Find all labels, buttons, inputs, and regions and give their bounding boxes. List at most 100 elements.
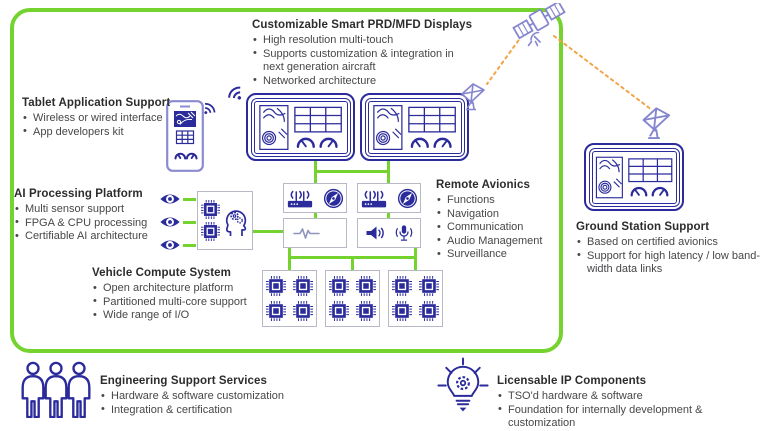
bullet-text: High resolution multi-touch xyxy=(263,34,394,46)
ground-dish-antenna-icon xyxy=(641,106,674,141)
lightbulb-gear-icon xyxy=(437,357,489,412)
mfd-display-bezel xyxy=(250,97,351,157)
compute-module-1 xyxy=(262,270,317,327)
bullet-glyph: • xyxy=(437,207,441,220)
bullet-item: •Communication xyxy=(436,221,561,235)
bullet-text: Wireless or wired interface xyxy=(33,112,163,124)
section-title: Ground Station Support xyxy=(576,221,710,233)
sensor-connector-line xyxy=(183,221,196,224)
bullet-text: Foundation for internally development & … xyxy=(508,403,703,430)
chip-icon xyxy=(419,276,439,296)
chip-icon xyxy=(419,301,439,321)
ai-processing-box xyxy=(197,191,253,250)
bullet-text: Integration & certification xyxy=(111,403,233,416)
bullet-item: •App developers kit xyxy=(22,125,182,140)
connector-line xyxy=(314,212,317,219)
compass-icon xyxy=(322,187,345,210)
bullet-item: •Functions xyxy=(436,194,561,208)
section-title: AI Processing Platform xyxy=(14,188,143,200)
bullet-item: •Multi sensor support xyxy=(14,203,164,217)
bullet-item: •Navigation xyxy=(436,207,561,222)
bullet-item: • Support for high latency / low band-wid… xyxy=(576,249,768,277)
radio-router-icon xyxy=(360,188,388,209)
bullet-glyph: • xyxy=(437,220,441,233)
section-title: Remote Avionics xyxy=(436,179,530,191)
radio-router-icon xyxy=(286,188,314,209)
bullet-item: • TSO'd hardware & software xyxy=(497,390,768,404)
mfd-display-bezel xyxy=(364,97,465,157)
connector-line xyxy=(314,170,390,173)
bullet-item: •Certifiable AI architecture xyxy=(14,230,164,244)
bullet-glyph: • xyxy=(577,249,581,262)
bullet-item: •Hardware & software customization xyxy=(100,390,350,404)
engineering-text-block: Engineering Support Services •Hardware &… xyxy=(100,375,350,417)
bullet-glyph: • xyxy=(498,389,502,402)
displays-text-block: Customizable Smart PRD/MFD Displays •Hig… xyxy=(252,19,473,89)
bullet-glyph: • xyxy=(498,403,502,416)
bullet-item: •Partitioned multi-core support xyxy=(92,295,302,310)
bullet-text: Based on certified avionics xyxy=(587,236,718,248)
chip-icon xyxy=(329,301,349,321)
compute-module-3 xyxy=(388,270,443,327)
licensable-text-block: Licensable IP Components •TSO'd hardware… xyxy=(497,375,768,431)
bullet-glyph: • xyxy=(23,111,27,124)
bullet-item: • FPGA & CPU processing xyxy=(14,216,164,231)
bullet-glyph: • xyxy=(93,295,97,308)
bullet-item: •Audio Management xyxy=(436,234,561,249)
bullet-item: •Integration & certification xyxy=(100,403,350,418)
bullet-text: FPGA & CPU processing xyxy=(25,216,148,229)
avionics-box-surveillance xyxy=(283,218,347,248)
chip-icon xyxy=(329,276,349,296)
bullet-item: •Supports customization & integration in… xyxy=(252,47,467,75)
section-title: Vehicle Compute System xyxy=(92,267,231,279)
bullet-text: Networked architecture xyxy=(263,74,377,87)
bullet-text: Support for high latency / low band-widt… xyxy=(587,249,761,276)
person-icon xyxy=(62,361,96,418)
mfd-display-1 xyxy=(246,93,355,161)
ai-head-gears-icon xyxy=(225,209,247,236)
bullet-item: • Foundation for internally development &… xyxy=(497,403,768,431)
bullet-item: • Wireless or wired interface xyxy=(22,112,182,126)
chip-icon xyxy=(201,222,220,241)
bullet-text: App developers kit xyxy=(33,125,124,138)
bullet-glyph: • xyxy=(93,281,97,294)
bullet-text: Open architecture platform xyxy=(103,282,234,294)
bullet-item: • Open architecture platform xyxy=(92,282,302,296)
compass-icon xyxy=(396,187,419,210)
mfd-screen-graphics xyxy=(370,103,460,152)
chip-icon xyxy=(356,301,376,321)
bullet-text: Wide range of I/O xyxy=(103,309,190,322)
mfd-display-screen xyxy=(367,100,462,154)
ground-text-block: Ground Station Support • Based on certifi… xyxy=(576,221,768,277)
bullet-glyph: • xyxy=(577,235,581,248)
bullet-glyph: • xyxy=(253,47,257,60)
ai-chips xyxy=(201,200,220,241)
connector-line xyxy=(288,247,291,259)
mfd-display-2 xyxy=(360,93,469,161)
tablet-text-block: Tablet Application Support •Wireless or … xyxy=(22,97,182,139)
microphone-icon xyxy=(395,225,412,241)
avionics-box-audio xyxy=(357,218,421,248)
bullet-text: Hardware & software customization xyxy=(111,390,285,402)
chip-icon xyxy=(356,276,376,296)
bullet-item: •Networked architecture xyxy=(252,74,467,89)
bullet-glyph: • xyxy=(437,234,441,247)
infographic-canvas: { "ui": { "bullet": "•" }, "colors": { "… xyxy=(10,3,768,430)
mfd-display-screen xyxy=(253,100,348,154)
remote-text-block: Remote Avionics •Functions •Navigation •… xyxy=(436,179,561,262)
bullet-item: • Based on certified avionics xyxy=(576,236,768,250)
bullet-item: •High resolution multi-touch xyxy=(252,34,467,48)
section-title: Engineering Support Services xyxy=(100,375,268,387)
avionics-box-radio-nav-1 xyxy=(283,183,347,213)
compute-module-2 xyxy=(325,270,380,327)
speaker-icon xyxy=(366,226,384,240)
connector-line xyxy=(351,256,354,271)
bullet-text: Multi sensor support xyxy=(25,203,125,215)
bullet-text: TSO'd hardware & software xyxy=(508,390,643,402)
section-title: Customizable Smart PRD/MFD Displays xyxy=(252,19,473,31)
satellite-icon xyxy=(512,3,566,47)
bullet-glyph: • xyxy=(15,216,19,229)
connector-line xyxy=(414,247,417,259)
bullet-text: Functions xyxy=(447,194,495,206)
tablet-phone-icon xyxy=(166,100,204,172)
